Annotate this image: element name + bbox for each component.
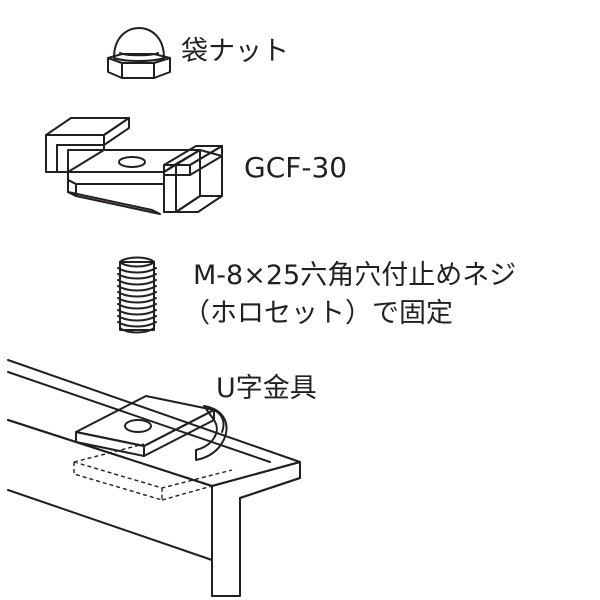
cap-nut-hex-body [107,53,171,79]
set-screw-threads [117,256,157,334]
u-bracket-illustration [75,395,228,461]
gcf-clip-label: GCF-30 [244,151,348,184]
set-screw-illustration [117,256,157,334]
set-screw-label-line2: （ホロセット）で固定 [183,298,453,329]
angle-rail-illustration [7,359,301,597]
u-bracket-hidden-edge [73,443,233,501]
cap-nut-illustration [107,27,171,79]
set-screw-label-line1: M-8×25六角穴付止めネジ [193,260,517,291]
u-bracket-hole [124,419,152,433]
cap-nut-dome [113,27,165,62]
gcf-clip-illustration [45,117,223,215]
u-bracket-label: U字金具 [216,373,317,404]
gcf-clip-slot [118,156,146,168]
cap-nut-label: 袋ナット [181,36,289,67]
